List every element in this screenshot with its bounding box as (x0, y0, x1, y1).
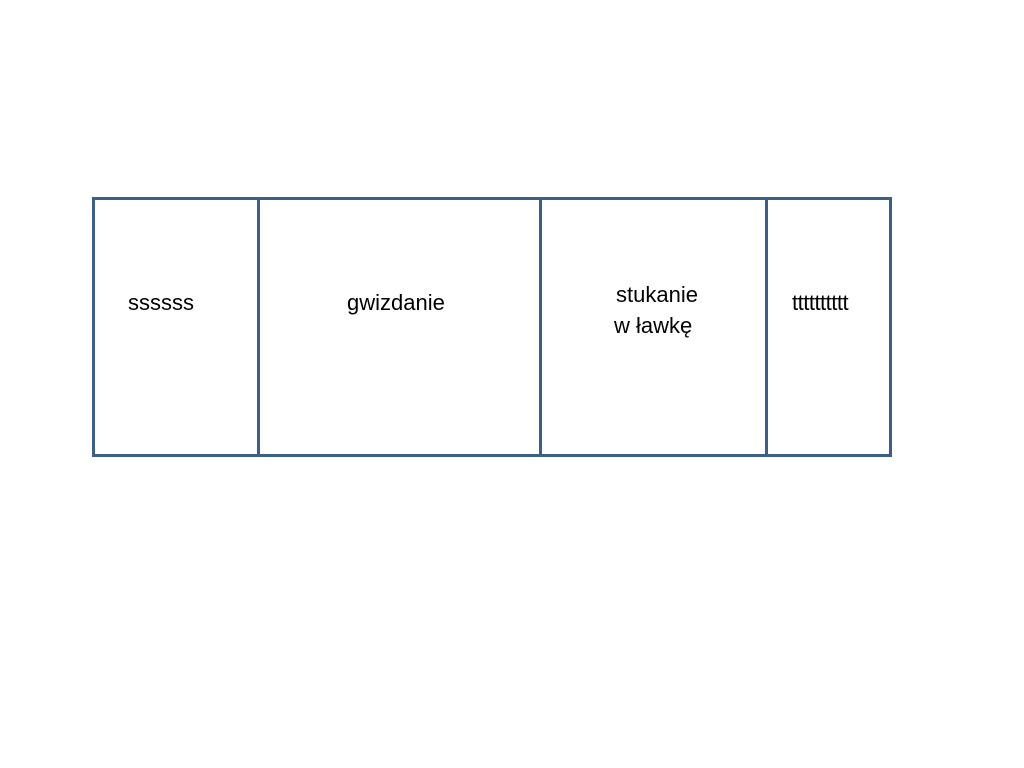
cell-gwizdanie: gwizdanie (257, 200, 539, 454)
cell-label: ssssss (128, 287, 194, 318)
cell-label: stukanie w ławkę (614, 279, 698, 341)
sound-table: ssssss gwizdanie stukanie w ławkę tttttt… (92, 197, 892, 457)
cell-label: gwizdanie (347, 287, 445, 318)
cell-tttttttttt: tttttttttt (765, 200, 889, 454)
cell-stukanie: stukanie w ławkę (539, 200, 765, 454)
cell-ssssss: ssssss (95, 200, 257, 454)
cell-label-line: stukanie (616, 282, 698, 307)
cell-label-line: gwizdanie (347, 290, 445, 315)
cell-label-line: w ławkę (614, 313, 693, 338)
cell-label-line: ssssss (128, 290, 194, 315)
cell-label: tttttttttt (792, 287, 849, 318)
cell-label-line: tttttttttt (792, 290, 849, 315)
